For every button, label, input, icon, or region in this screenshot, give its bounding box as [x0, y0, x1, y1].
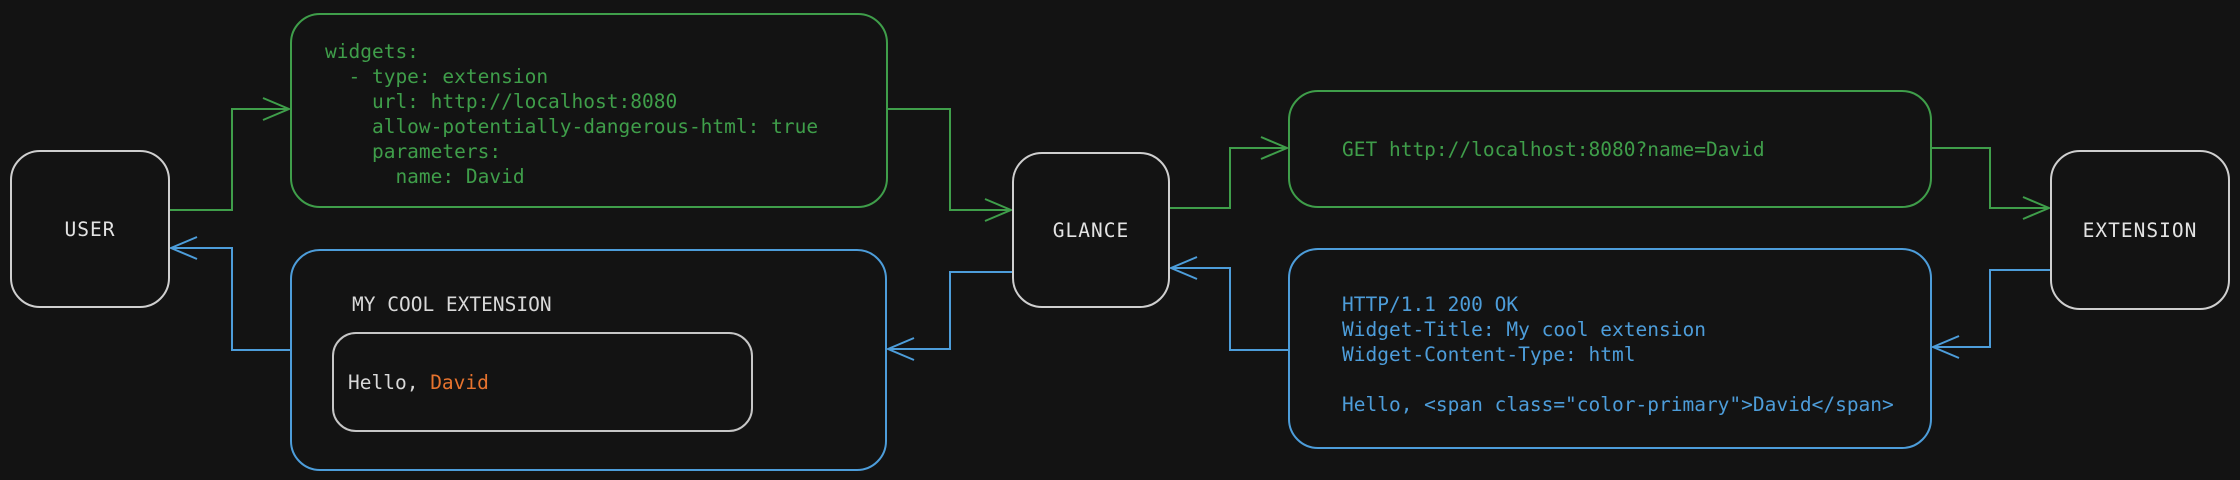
http-response-box: HTTP/1.1 200 OK Widget-Title: My cool ex… — [1288, 248, 1932, 449]
arrow-glance-to-request — [1170, 136, 1290, 209]
widget-preview-box: MY COOL EXTENSION Hello, David — [290, 249, 887, 471]
arrow-config-to-glance — [888, 108, 1014, 222]
arrow-user-to-config — [170, 97, 292, 211]
widget-greeting-text: Hello, David — [334, 371, 489, 394]
http-request-box: GET http://localhost:8080?name=David — [1288, 90, 1932, 208]
http-request-text: GET http://localhost:8080?name=David — [1342, 137, 1765, 161]
node-extension-label: EXTENSION — [2082, 218, 2198, 242]
node-user-label: USER — [64, 217, 116, 241]
greeting-prefix: Hello, — [348, 370, 431, 394]
greeting-name: David — [430, 370, 489, 394]
arrow-widget-to-user — [168, 236, 290, 351]
node-extension: EXTENSION — [2050, 150, 2230, 310]
widget-preview-title: MY COOL EXTENSION — [352, 293, 552, 316]
node-glance: GLANCE — [1012, 152, 1170, 308]
widget-greeting-card: Hello, David — [332, 332, 753, 432]
config-yaml-code: widgets: - type: extension url: http://l… — [325, 40, 819, 188]
node-user: USER — [10, 150, 170, 308]
node-glance-label: GLANCE — [1052, 218, 1130, 242]
arrow-extension-to-response — [1930, 269, 2050, 359]
http-response-code: HTTP/1.1 200 OK Widget-Title: My cool ex… — [1342, 293, 1894, 416]
arrow-glance-to-widget — [885, 271, 1012, 361]
arrow-request-to-extension — [1932, 147, 2052, 220]
config-yaml-box: widgets: - type: extension url: http://l… — [290, 13, 888, 208]
arrow-response-to-glance — [1168, 256, 1288, 351]
